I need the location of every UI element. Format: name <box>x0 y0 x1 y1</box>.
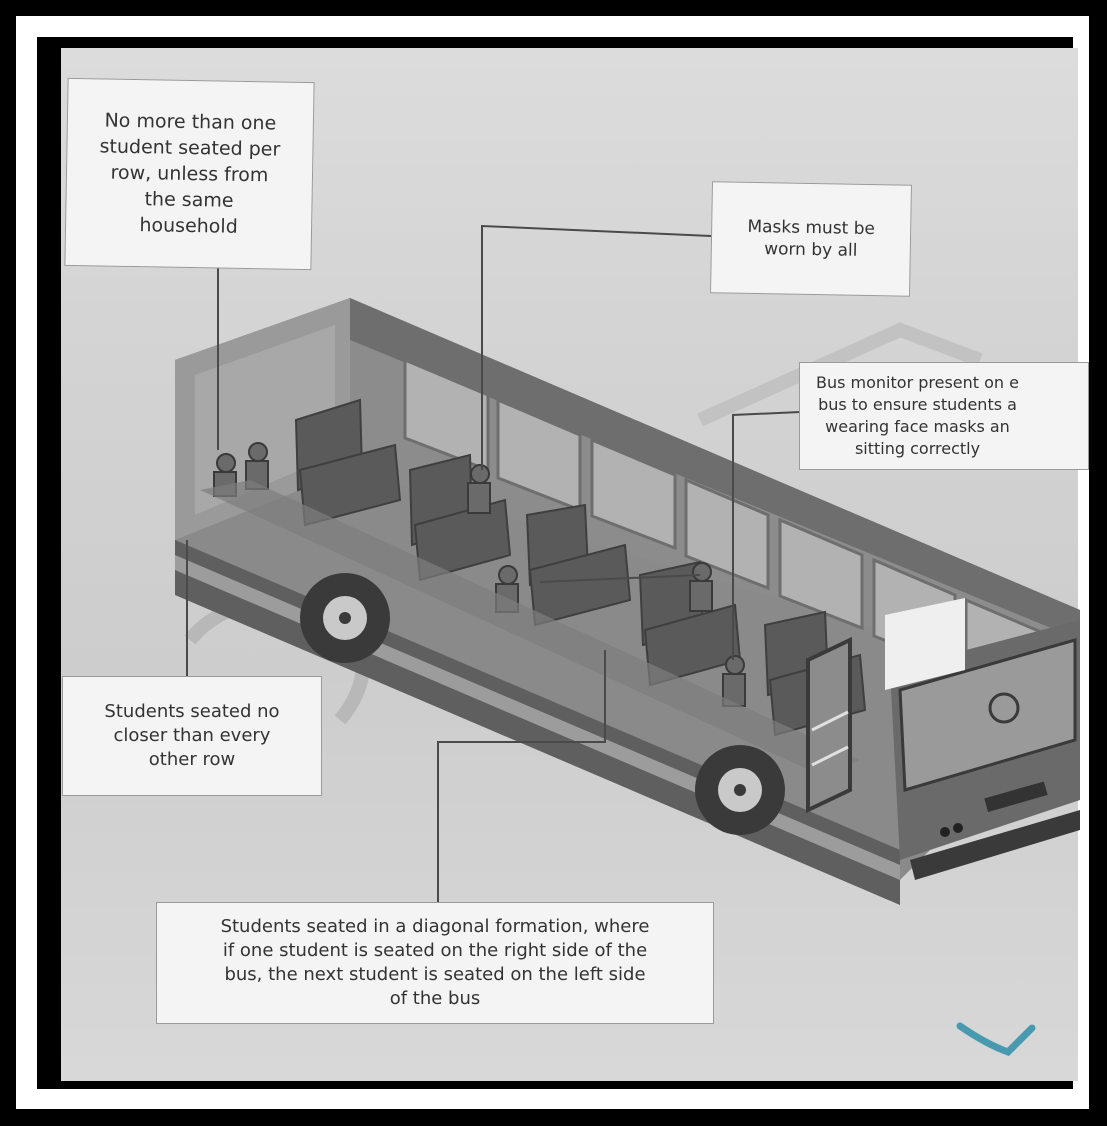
headlight-2 <box>953 823 963 833</box>
callout-every-other-row: Students seated no closer than every oth… <box>62 676 322 796</box>
callout-diagonal-text: Students seated in a diagonal formation,… <box>221 915 650 1011</box>
callout-one-per-row: No more than one student seated per row,… <box>64 78 314 270</box>
headlight <box>940 827 950 837</box>
wheel-front <box>695 745 785 835</box>
bus-door <box>808 640 850 810</box>
callout-one-per-row-text: No more than one student seated per row,… <box>98 107 281 240</box>
callout-bus-monitor: Bus monitor present on e bus to ensure s… <box>799 362 1089 470</box>
callout-masks-text: Masks must be worn by all <box>747 216 875 262</box>
checkmark-icon <box>956 1004 1036 1060</box>
wheel-rear <box>300 573 390 663</box>
callout-bus-monitor-text: Bus monitor present on e bus to ensure s… <box>816 372 1019 460</box>
callout-every-other-row-text: Students seated no closer than every oth… <box>104 700 279 772</box>
callout-diagonal: Students seated in a diagonal formation,… <box>156 902 714 1024</box>
callout-masks: Masks must be worn by all <box>710 181 912 296</box>
